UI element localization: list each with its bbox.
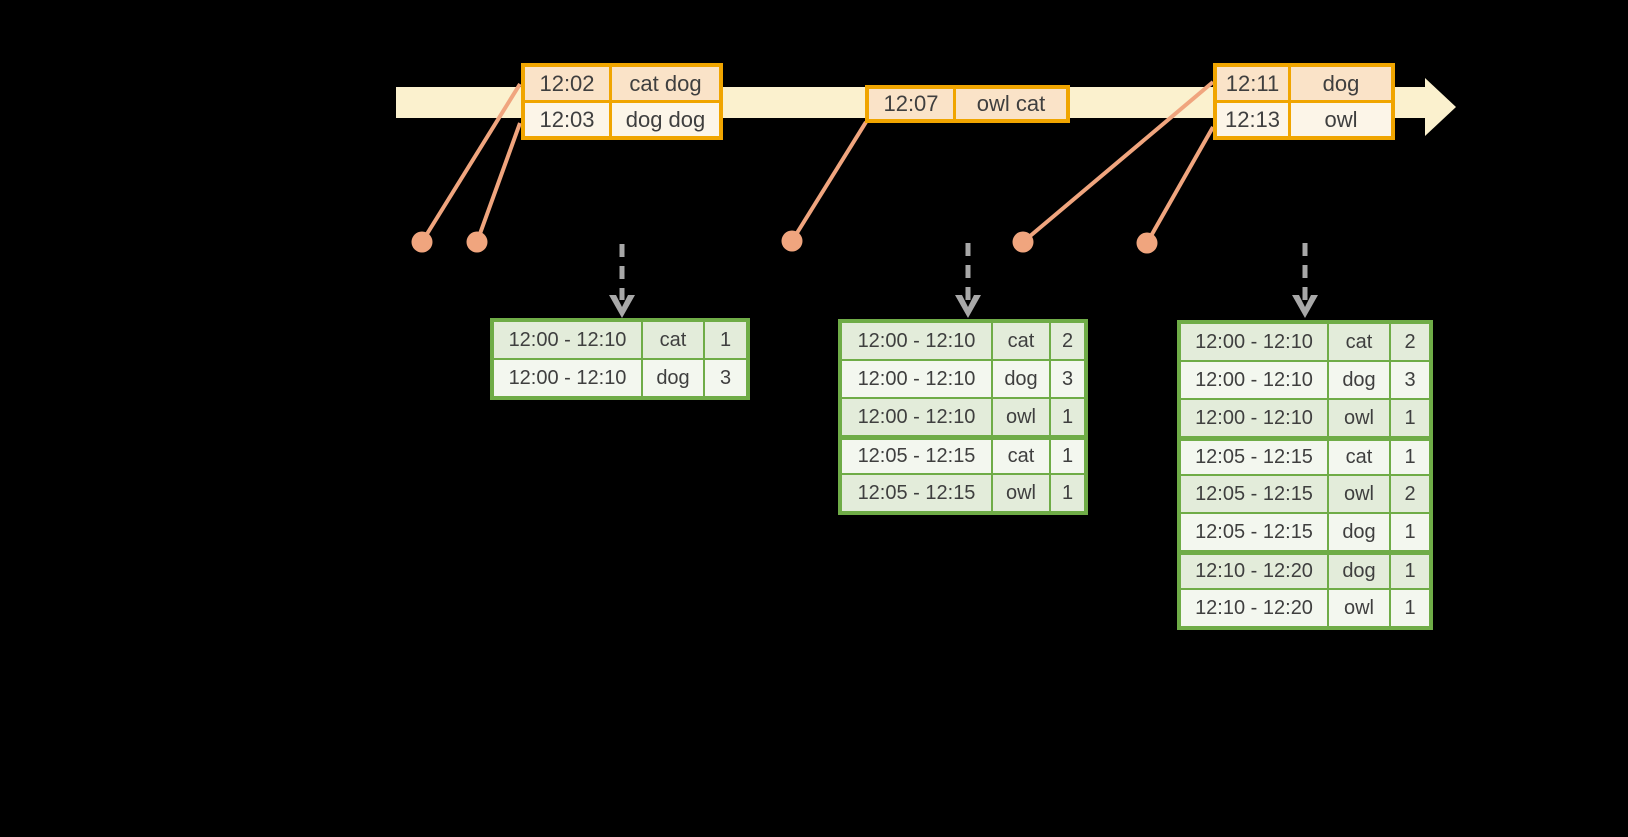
word: cat <box>993 437 1049 473</box>
count: 1 <box>1051 399 1084 435</box>
count: 3 <box>1051 361 1084 397</box>
window-range: 12:10 - 12:20 <box>1181 590 1327 626</box>
word: dog <box>1329 362 1389 398</box>
count: 3 <box>1391 362 1429 398</box>
event-words: cat dog <box>612 67 719 100</box>
window-range: 12:00 - 12:10 <box>1181 400 1327 436</box>
connector-line <box>420 82 522 244</box>
event-words: dog dog <box>612 103 719 136</box>
event-marker-icon <box>1012 231 1034 253</box>
count: 1 <box>1391 400 1429 436</box>
word: dog <box>993 361 1049 397</box>
connector-line <box>790 120 868 243</box>
event-words: owl <box>1291 103 1391 136</box>
word: owl <box>993 399 1049 435</box>
window-range: 12:05 - 12:15 <box>1181 438 1327 474</box>
word: owl <box>1329 400 1389 436</box>
count: 2 <box>1051 323 1084 359</box>
count: 2 <box>1391 324 1429 360</box>
window-range: 12:05 - 12:15 <box>1181 476 1327 512</box>
event-time: 12:13 <box>1217 103 1288 136</box>
count: 1 <box>1391 590 1429 626</box>
window-range: 12:00 - 12:10 <box>842 323 991 359</box>
word: dog <box>1329 552 1389 588</box>
word: owl <box>1329 476 1389 512</box>
event-words: owl cat <box>956 89 1066 119</box>
window-range: 12:05 - 12:15 <box>842 437 991 473</box>
event-time: 12:07 <box>869 89 953 119</box>
count: 1 <box>1391 514 1429 550</box>
event-marker-icon <box>411 231 433 253</box>
window-range: 12:00 - 12:10 <box>494 360 641 396</box>
connector-line <box>475 122 522 243</box>
word: cat <box>1329 324 1389 360</box>
count: 1 <box>1051 475 1084 511</box>
timeline-arrowhead-icon <box>1425 78 1456 136</box>
word: cat <box>993 323 1049 359</box>
window-range: 12:10 - 12:20 <box>1181 552 1327 588</box>
connector-line <box>1145 126 1215 244</box>
word: cat <box>1329 438 1389 474</box>
trigger-arrowhead-icon <box>1292 295 1318 318</box>
event-time: 12:02 <box>525 67 609 100</box>
window-range: 12:05 - 12:15 <box>1181 514 1327 550</box>
word: dog <box>1329 514 1389 550</box>
window-range: 12:05 - 12:15 <box>842 475 991 511</box>
event-marker-icon <box>781 230 803 252</box>
count: 1 <box>1391 552 1429 588</box>
count: 1 <box>705 322 746 358</box>
word: dog <box>643 360 703 396</box>
window-range: 12:00 - 12:10 <box>1181 362 1327 398</box>
trigger-arrowhead-icon <box>955 295 981 318</box>
count: 3 <box>705 360 746 396</box>
count: 1 <box>1051 437 1084 473</box>
window-range: 12:00 - 12:10 <box>842 399 991 435</box>
count: 2 <box>1391 476 1429 512</box>
window-range: 12:00 - 12:10 <box>1181 324 1327 360</box>
window-range: 12:00 - 12:10 <box>494 322 641 358</box>
count: 1 <box>1391 438 1429 474</box>
event-marker-icon <box>1136 232 1158 254</box>
word: owl <box>1329 590 1389 626</box>
trigger-arrowhead-icon <box>609 295 635 318</box>
word: owl <box>993 475 1049 511</box>
event-words: dog <box>1291 67 1391 100</box>
event-marker-icon <box>466 231 488 253</box>
event-time: 12:03 <box>525 103 609 136</box>
window-range: 12:00 - 12:10 <box>842 361 991 397</box>
event-time: 12:11 <box>1217 67 1288 100</box>
word: cat <box>643 322 703 358</box>
